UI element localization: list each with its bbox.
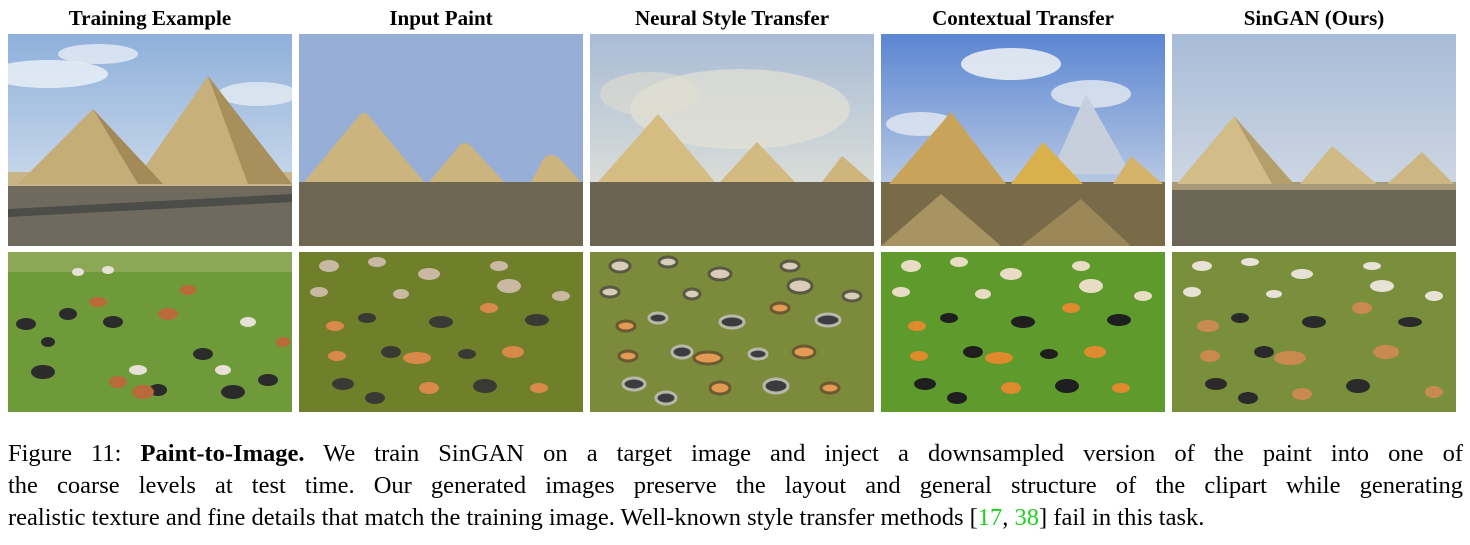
- column-title-neural-style-transfer: Neural Style Transfer: [634, 6, 830, 30]
- figure-label: Figure 11:: [8, 440, 122, 467]
- column-title-contextual-transfer: Contextual Transfer: [932, 6, 1114, 30]
- pyramids-contextual-transfer-image: [881, 34, 1165, 246]
- citation-link-17[interactable]: 17: [977, 504, 1003, 531]
- pyramids-neural-style-transfer-image: [590, 34, 874, 246]
- pyramids-training-example-image: [8, 34, 292, 246]
- column-title-input-paint: Input Paint: [389, 6, 493, 30]
- caption-line-3: realistic texture and fine details that …: [8, 502, 1463, 534]
- cows-singan-image: [1172, 252, 1456, 412]
- figure-caption: Figure 11: Paint-to-Image. We train SinG…: [8, 438, 1463, 534]
- cows-input-paint-image: [299, 252, 583, 412]
- caption-line-3-end: ] fail in this task.: [1039, 504, 1205, 531]
- column-title-singan-ours: SinGAN (Ours): [1243, 6, 1385, 30]
- caption-line-3-text: realistic texture and fine details that …: [8, 504, 978, 531]
- cows-training-example-image: [8, 252, 292, 412]
- column-title-training-example: Training Example: [68, 6, 232, 30]
- caption-bold-title: Paint-to-Image.: [140, 440, 305, 467]
- citation-separator: ,: [1002, 504, 1015, 531]
- pyramids-input-paint-image: [299, 34, 583, 246]
- citation-link-38[interactable]: 38: [1014, 504, 1040, 531]
- caption-line-2: the coarse levels at test time. Our gene…: [8, 472, 1463, 499]
- cows-contextual-transfer-image: [881, 252, 1165, 412]
- caption-line-1-text: We train SinGAN on a target image and in…: [323, 440, 1464, 467]
- caption-line-1: Figure 11: Paint-to-Image. We train SinG…: [8, 438, 1463, 470]
- pyramids-singan-image: [1172, 34, 1456, 246]
- cows-neural-style-transfer-image: [590, 252, 874, 412]
